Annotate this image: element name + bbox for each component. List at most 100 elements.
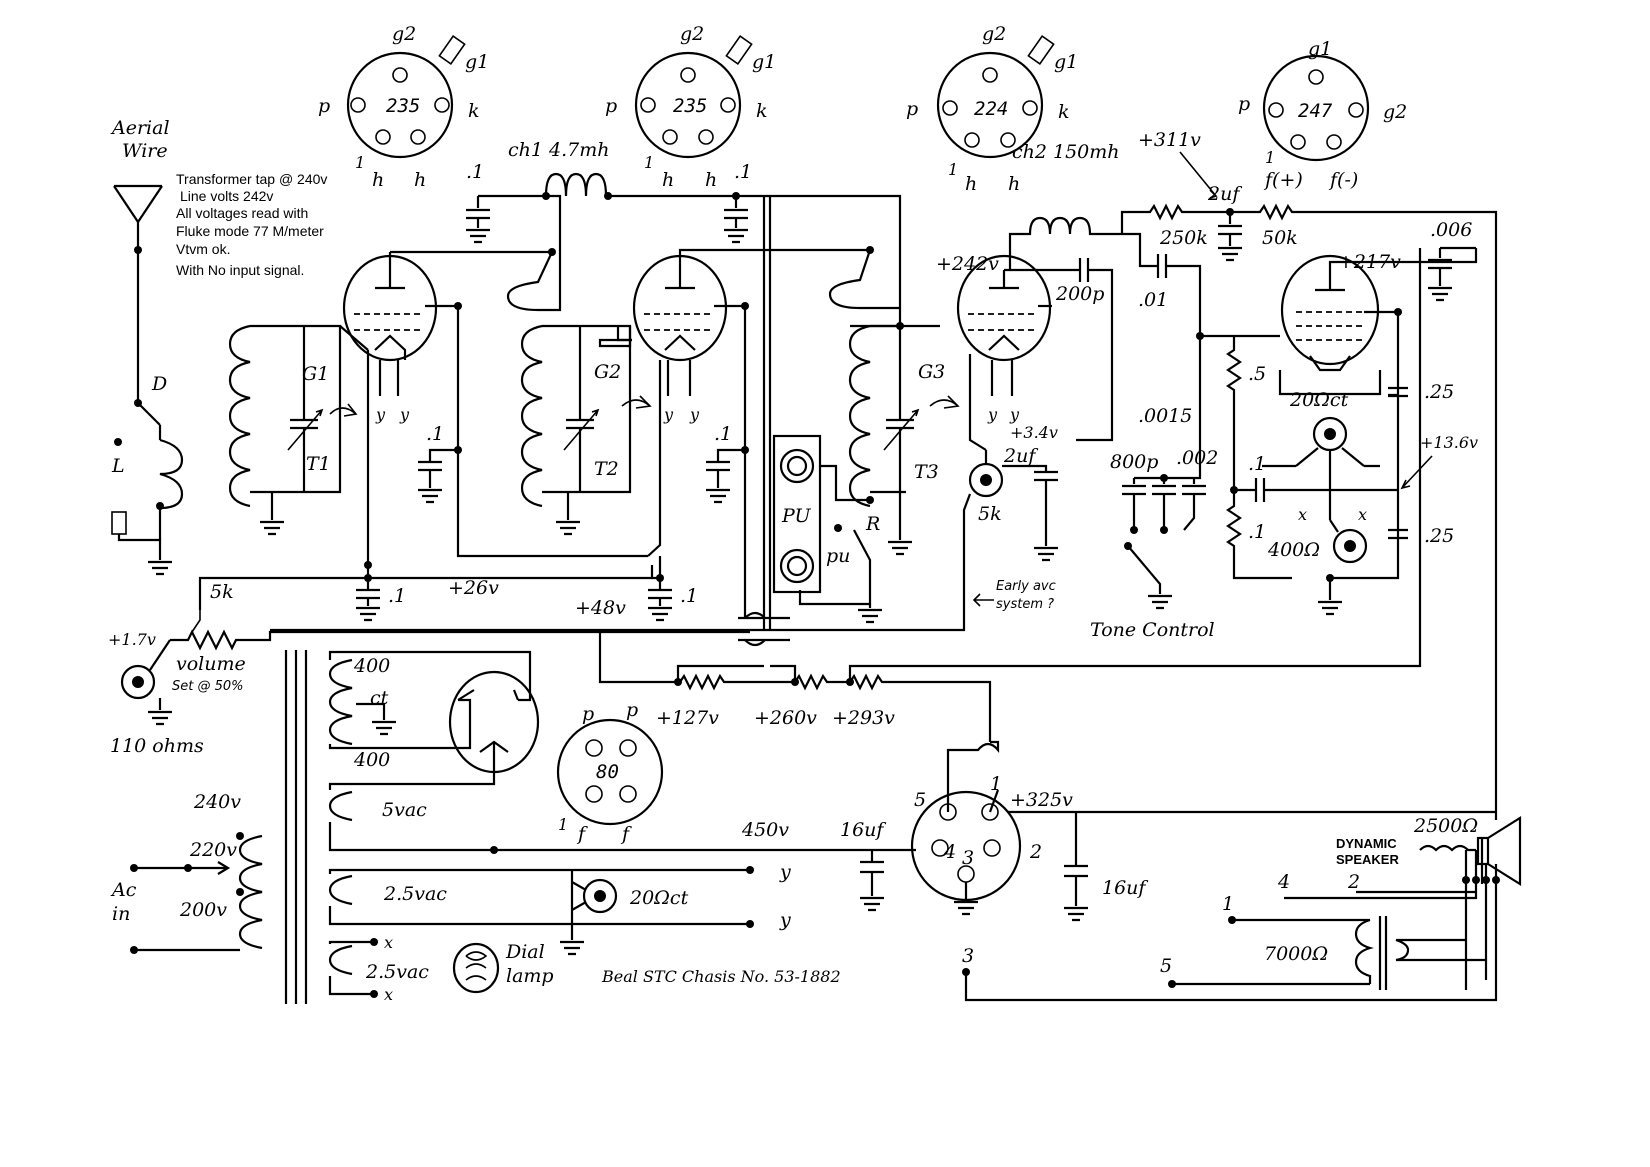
early-avc-1: Early avc: [996, 579, 1056, 594]
tube-80-f2: f: [620, 823, 632, 845]
tube-80-type: 80: [596, 761, 619, 783]
detector-cap-2uf: 2uf: [1003, 445, 1038, 467]
r400-label: 400Ω: [1267, 539, 1320, 561]
vac25-heater-label: 2.5vac: [383, 883, 447, 905]
tube-v1-h2: h: [414, 169, 426, 191]
measurement-notes: Transformer tap @ 240v Line volts 242v A…: [176, 171, 327, 278]
plug-pin-2: 2: [1029, 841, 1042, 863]
ct20-heater-label: 20Ωct: [629, 887, 689, 909]
volume-pot-icon: [120, 664, 156, 700]
tube-v3-pin1: 1: [948, 160, 958, 179]
note-line-3: All voltages read with: [176, 205, 308, 221]
volume-control: 5k +1.7v volume Set @ 50% 110 ohms: [108, 581, 750, 757]
tube-v1-g2: g2: [392, 23, 416, 45]
tube-v1-type: 235: [386, 95, 420, 117]
v2-screen-cap: .1: [714, 423, 732, 445]
filter-cap-2: [1064, 812, 1088, 922]
ct-label: ct: [370, 687, 389, 709]
ac-in-label-2: in: [112, 903, 130, 925]
voltage-127v: +127v: [656, 707, 719, 729]
voltage-217v: +217v: [1338, 251, 1401, 273]
voltage-260v: +260v: [754, 707, 817, 729]
note-line-6: With No input signal.: [176, 262, 304, 278]
aerial-section: Aerial Wire D L: [110, 117, 184, 576]
plug-pin-1: 1: [990, 773, 1002, 795]
cap-0015-label: .0015: [1138, 405, 1192, 427]
speaker-label-1: DYNAMIC: [1336, 836, 1397, 851]
tube-v2-h2: h: [705, 169, 717, 191]
t3-label: T3: [914, 461, 939, 483]
tube-v4-pin1: 1: [1265, 148, 1275, 167]
ch1-cap-left: .1: [466, 161, 484, 183]
bias-lines: .1 +26v .1 +48v: [198, 196, 790, 647]
voltage-293v: +293v: [832, 707, 895, 729]
speaker-cone-icon: [1487, 816, 1522, 886]
note-line-2: Line volts 242v: [180, 188, 273, 204]
lamp-x-bottom: x: [384, 985, 393, 1004]
heater-y-top: y: [779, 861, 791, 883]
tube-v2-p: p: [605, 95, 617, 117]
v2-cathode-cap: .1: [680, 585, 698, 607]
cap-025-upper: .25: [1424, 381, 1454, 403]
ch1-label: ch1 4.7mh: [508, 139, 609, 161]
tap-220-label: 220v: [189, 839, 237, 861]
tube-80-f1: f: [576, 823, 588, 845]
tube-v3-g1: g1: [1054, 51, 1078, 73]
note-line-4: Fluke mode 77 M/meter: [176, 223, 324, 239]
voltage-311v: +311v: [1138, 129, 1201, 151]
tube-v2-g1: g1: [752, 51, 776, 73]
lamp-x-top: x: [384, 933, 393, 952]
note-line-5: Vtvm ok.: [176, 241, 230, 257]
volume-set-label: Set @ 50%: [172, 679, 244, 694]
tube-v4-f1: f(+): [1263, 169, 1303, 191]
spk-pin-3: 3: [962, 945, 974, 967]
volume-label: volume: [176, 653, 246, 675]
coil-l-label: L: [111, 455, 125, 477]
r7000-label: 7000Ω: [1264, 943, 1328, 965]
tone-control: .0015 800p .002 Tone Control: [1090, 336, 1218, 641]
pu-label: PU: [781, 505, 811, 527]
x-right: x: [1358, 505, 1367, 524]
tube-base-v3: 224 g2 g1 p k 1 h h: [906, 23, 1078, 195]
res-01-lower: .1: [1248, 521, 1266, 543]
tube-base-v2: 235 g2 g1 p k 1 h h: [605, 23, 776, 191]
v1-cathode-cap: .1: [388, 585, 406, 607]
vac25-lamp-label: 2.5vac: [365, 961, 429, 983]
t2-label: T2: [594, 458, 619, 480]
tube-v4-g1: g1: [1308, 38, 1332, 60]
v1-heater-y1: y: [375, 405, 386, 424]
v3-heater-y2: y: [1009, 405, 1020, 424]
r-label: R: [865, 513, 880, 535]
spk-pin-4: 4: [1277, 871, 1290, 893]
cap-025-lower: .25: [1424, 525, 1454, 547]
output-stage: +311v 2uf 250k 50k .01 +217v .006 .25 .2…: [1120, 129, 1498, 820]
tube-v3-k: k: [1058, 101, 1070, 123]
tube-v2-pin1: 1: [644, 153, 654, 172]
tube-v2-k: k: [756, 100, 768, 122]
tube-v3-h1: h: [965, 173, 977, 195]
dial-label: Dial: [505, 941, 545, 963]
v2-heater-y2: y: [689, 405, 700, 424]
spk-pin-2: 2: [1347, 871, 1360, 893]
tube-v1-g1: g1: [465, 51, 489, 73]
voltage-26v: +26v: [448, 577, 499, 599]
plug-pin-4: 4: [943, 841, 956, 863]
v450-label: 450v: [741, 819, 789, 841]
res-250k-label: 250k: [1159, 227, 1208, 249]
v1-screen-cap: .1: [426, 423, 444, 445]
heater-y-bottom: y: [779, 909, 791, 931]
aerial-label-1: Aerial: [110, 117, 170, 139]
ch2-label: ch2 150mh: [1012, 141, 1120, 163]
choke-ch1: ch1 4.7mh .1 .1: [466, 139, 902, 328]
res-05-label: .5: [1248, 363, 1266, 385]
dial-lamp-icon: [452, 942, 500, 994]
dynamic-speaker: DYNAMIC SPEAKER 2500Ω 4 2 1 5 3 7000Ω: [962, 815, 1522, 1002]
spk-pin-1: 1: [1222, 893, 1234, 915]
tube-v4-type: 247: [1298, 100, 1333, 122]
voltage-325v: +325v: [1010, 789, 1073, 811]
cap-002-label: .002: [1176, 447, 1218, 469]
vac5-label: 5vac: [382, 799, 427, 821]
ground-post-icon: [111, 511, 127, 535]
pickup-jack: PU R pu: [772, 434, 882, 624]
